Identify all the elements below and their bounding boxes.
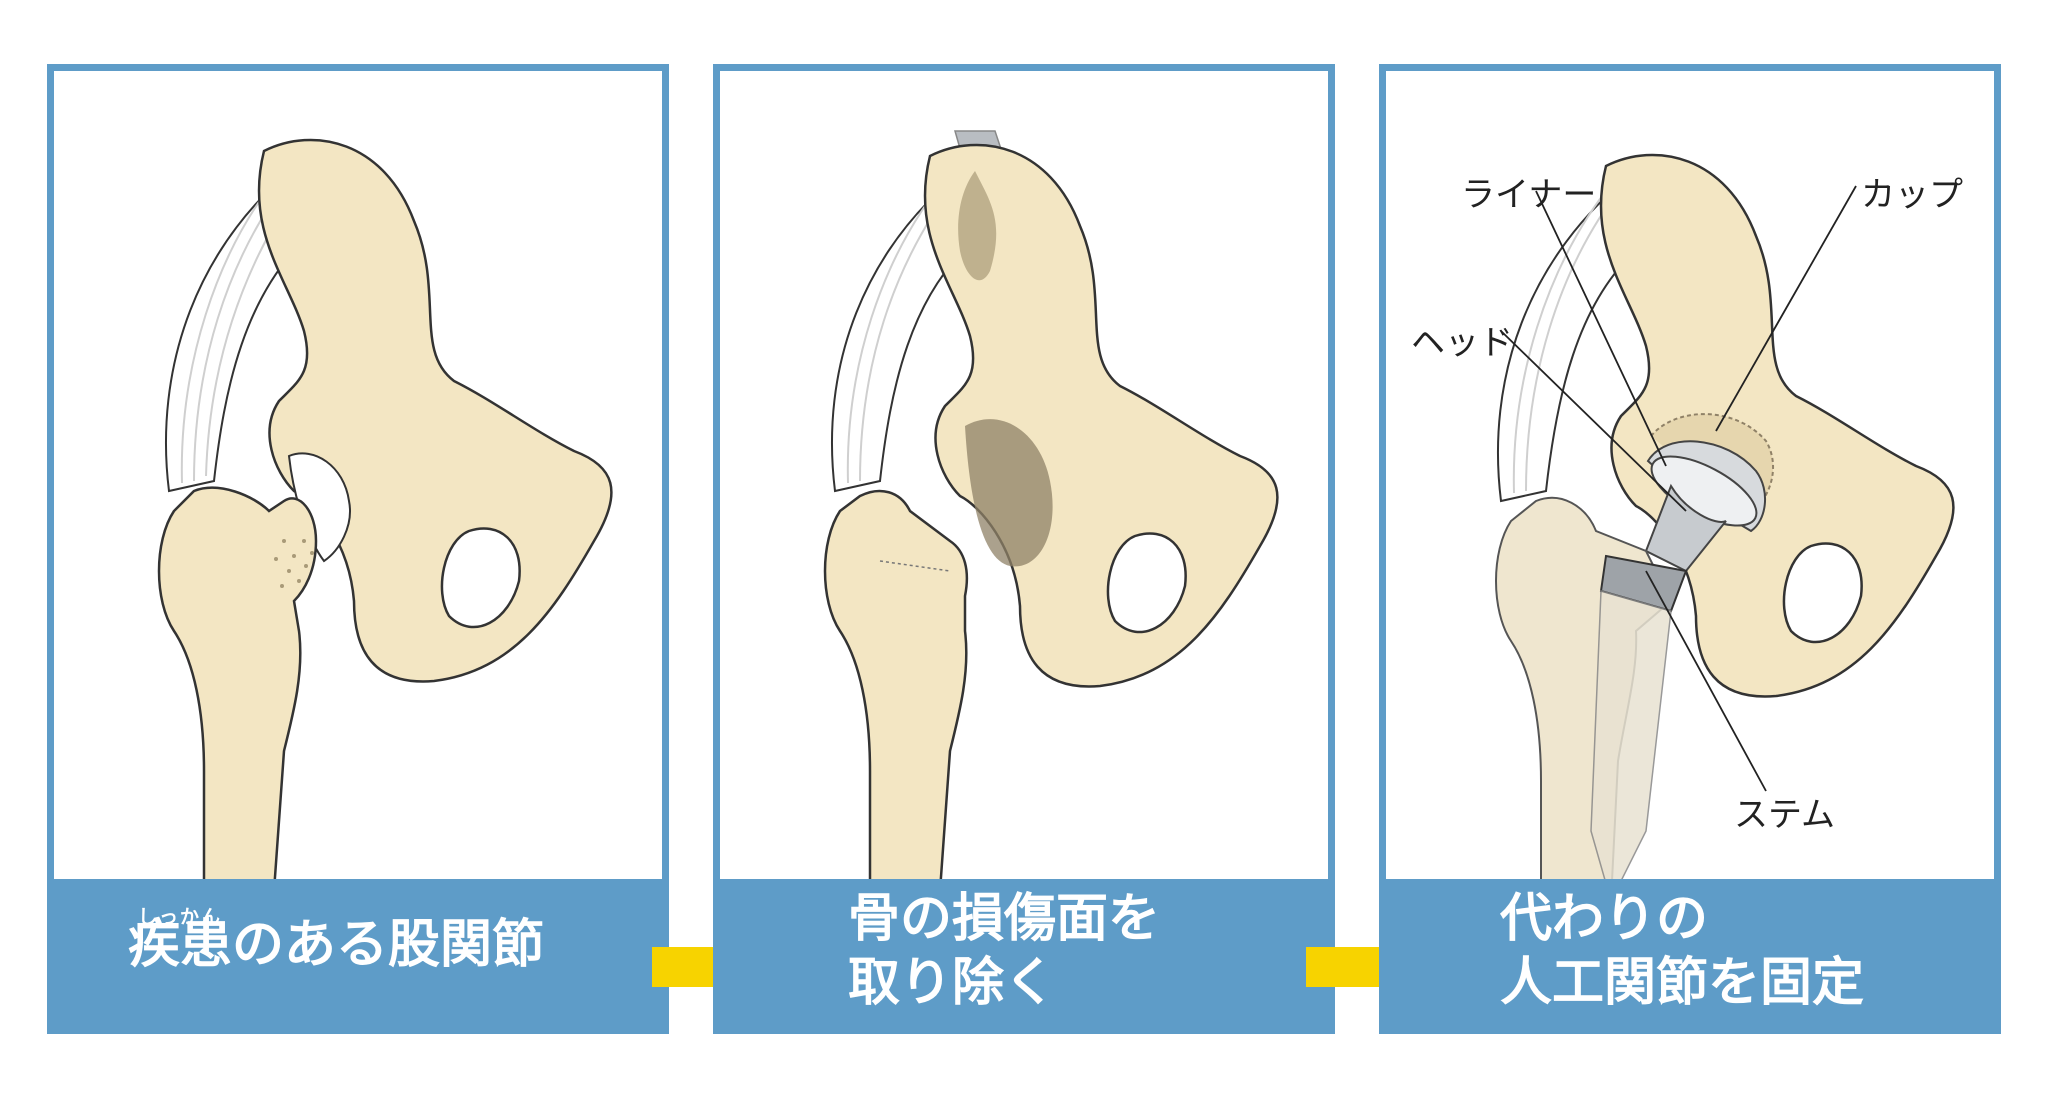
panel-fix-artificial-joint: ライナー カップ ヘッド ステム 代わりの 人工関節を固定 — [1379, 64, 2001, 1034]
bone-removal-illustration — [823, 130, 1279, 893]
ruby-annotation: しっかん — [138, 906, 223, 928]
panel-remove-damaged-bone: 骨の損傷面を 取り除く — [713, 64, 1335, 1034]
caption-line-2: 取り除く — [848, 953, 1057, 1013]
label-head: ヘッド — [1411, 323, 1513, 363]
caption-bar: 代わりの 人工関節を固定 — [1386, 879, 1994, 1027]
caption-line-1: 骨の損傷面を — [848, 889, 1161, 949]
caption-line-2: 人工関節を固定 — [1500, 953, 1865, 1013]
caption-bar: 骨の損傷面を 取り除く — [720, 879, 1328, 1027]
artificial-hip-illustration — [1495, 153, 1955, 904]
caption-line-1: 代わりの — [1500, 889, 1709, 949]
label-liner: ライナー — [1461, 175, 1597, 215]
diseased-hip-illustration — [157, 138, 613, 893]
caption-bar: しっかん 疾患のある股関節 — [54, 879, 662, 1027]
label-stem: ステム — [1734, 795, 1835, 835]
caption-line-1: 疾患のある股関節 — [128, 915, 545, 975]
panel-diseased-joint: しっかん 疾患のある股関節 — [47, 64, 669, 1034]
label-cup: カップ — [1861, 175, 1963, 215]
